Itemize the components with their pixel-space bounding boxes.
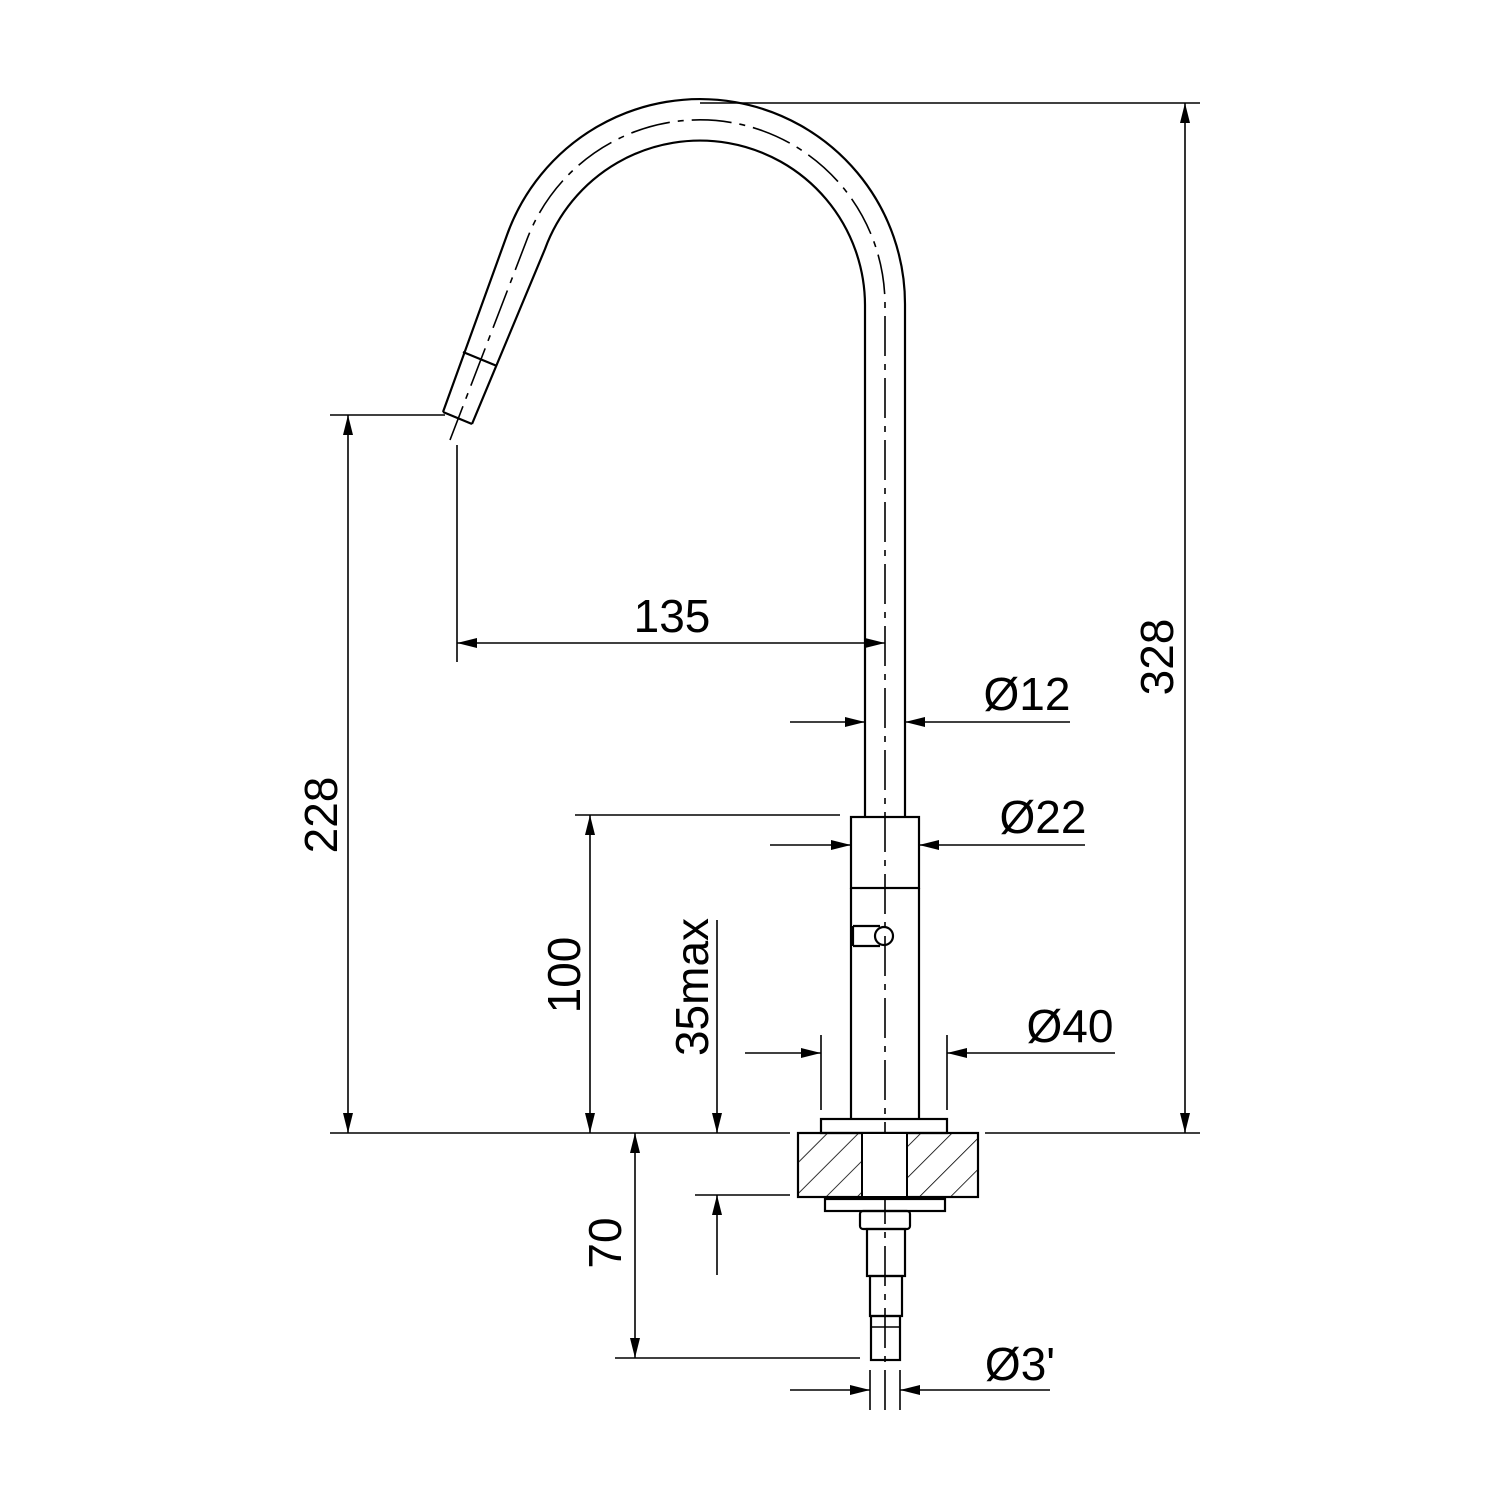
shank bbox=[868, 1274, 904, 1318]
dim-countertop-thickness: 35max bbox=[666, 918, 718, 1056]
dim-below-counter: 70 bbox=[579, 1217, 631, 1268]
flange bbox=[819, 1117, 949, 1135]
lever-slot bbox=[851, 924, 880, 948]
dim-collar-diameter: Ø22 bbox=[1000, 791, 1087, 843]
dim-body-height: 100 bbox=[538, 937, 590, 1014]
aerator-band bbox=[462, 350, 498, 368]
thread-lower bbox=[865, 1227, 907, 1278]
dim-spout-height: 228 bbox=[295, 777, 347, 854]
dim-pipe-diameter: Ø12 bbox=[984, 668, 1071, 720]
connector bbox=[869, 1314, 902, 1362]
dimension-lines bbox=[343, 103, 1190, 1395]
lever-pin-icon bbox=[873, 925, 895, 947]
dim-connector-diameter: Ø3' bbox=[985, 1338, 1055, 1390]
collar bbox=[849, 815, 921, 890]
spout bbox=[441, 98, 907, 1410]
dim-reach: 135 bbox=[634, 590, 711, 642]
extension-lines bbox=[330, 102, 1200, 1410]
dimension-labels: 328 228 135 Ø12 Ø22 100 35max Ø40 70 Ø3' bbox=[295, 590, 1183, 1390]
dim-total-height: 328 bbox=[1131, 619, 1183, 696]
dim-base-diameter: Ø40 bbox=[1027, 1000, 1114, 1052]
spout-tip bbox=[442, 410, 473, 426]
faucet-body bbox=[796, 815, 980, 1362]
